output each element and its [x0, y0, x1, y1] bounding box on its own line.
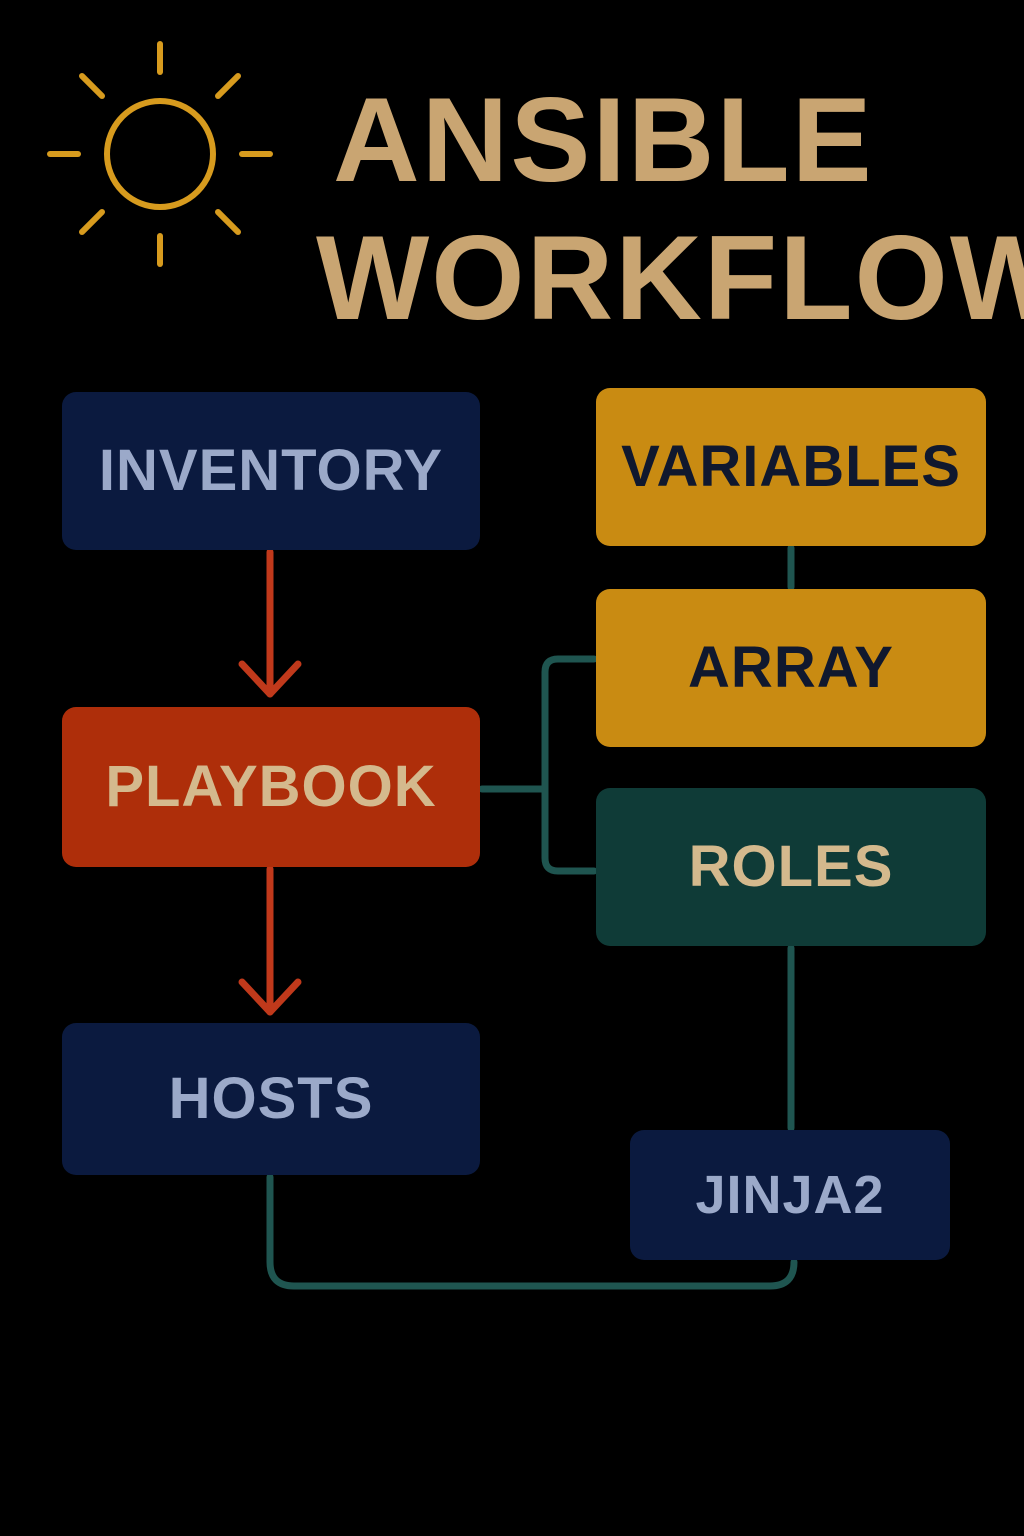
sun-ray	[215, 73, 241, 99]
arrowhead-hosts	[238, 978, 302, 1016]
sun-ray	[215, 209, 241, 235]
arrowhead-playbook	[238, 660, 302, 698]
node-roles: ROLES	[596, 788, 986, 946]
sun-disc	[104, 98, 216, 210]
sun-icon	[47, 41, 273, 267]
sun-icon-strokes	[47, 41, 273, 267]
edge-branch-array-roles	[541, 655, 598, 875]
title-line-1: ANSIBLE	[333, 73, 874, 207]
node-hosts: HOSTS	[62, 1023, 480, 1175]
node-variables: VARIABLES	[596, 388, 986, 546]
node-inventory: INVENTORY	[62, 392, 480, 550]
node-jinja2: JINJA2	[630, 1130, 950, 1260]
sun-ray	[79, 209, 105, 235]
title-line-2: WORKFLOW	[316, 211, 1024, 345]
node-playbook: PLAYBOOK	[62, 707, 480, 867]
edge-hosts-jinja2	[266, 1173, 798, 1290]
node-array: ARRAY	[596, 589, 986, 747]
sun-ray	[79, 73, 105, 99]
